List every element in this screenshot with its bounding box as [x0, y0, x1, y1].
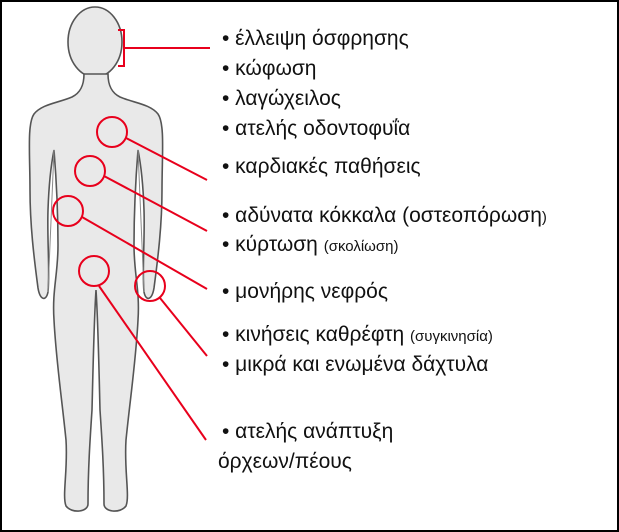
label-dental-anomaly: • ατελής οδοντοφυΐα: [222, 117, 410, 141]
label-mirror-movements: • κινήσεις καθρέφτη (συγκινησία): [222, 323, 493, 349]
label-osteoporosis: • αδύνατα κόκκαλα (οστεοπόρωση): [222, 204, 547, 230]
label-anosmia: • έλλειψη όσφρησης: [222, 27, 409, 51]
label-solitary-kidney: • μονήρης νεφρός: [222, 280, 388, 304]
label-deafness: • κώφωση: [222, 57, 316, 81]
label-genital-underdevelopment-line2: όρχεων/πέους: [218, 450, 352, 474]
label-genital-underdevelopment: • ατελής ανάπτυξη: [222, 420, 393, 444]
label-heart-disease: • καρδιακές παθήσεις: [222, 155, 421, 179]
label-scoliosis: • κύρτωση (σκολίωση): [222, 233, 398, 259]
label-fused-fingers: • μικρά και ενωμένα δάχτυλα: [222, 353, 488, 377]
label-cleft-lip: • λαγώχειλος: [222, 87, 341, 111]
head: [68, 7, 122, 77]
